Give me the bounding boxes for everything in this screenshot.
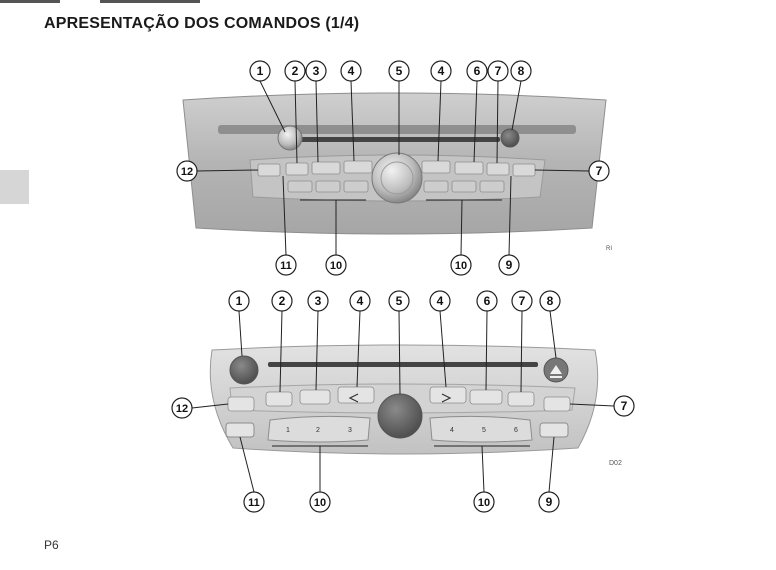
callout-bottom-7b: 7 bbox=[621, 399, 628, 413]
callout-top-1: 1 bbox=[257, 64, 264, 78]
bottom-callouts bbox=[171, 290, 635, 513]
callout-bottom-10a: 10 bbox=[314, 497, 326, 509]
callout-bottom-1: 1 bbox=[236, 294, 243, 308]
callout-top-11: 11 bbox=[280, 260, 292, 272]
page-number: P6 bbox=[44, 538, 59, 552]
callout-bottom-7a: 7 bbox=[519, 294, 526, 308]
callout-top-7a: 7 bbox=[495, 64, 502, 78]
callout-bottom-8: 8 bbox=[547, 294, 554, 308]
callout-bottom-2: 2 bbox=[279, 294, 286, 308]
callout-bottom-11: 11 bbox=[248, 497, 260, 509]
callout-bottom-4b: 4 bbox=[437, 294, 444, 308]
callout-bottom-9: 9 bbox=[546, 495, 553, 509]
callout-bottom-4a: 4 bbox=[357, 294, 364, 308]
callout-top-9: 9 bbox=[506, 258, 513, 272]
callout-bottom-3: 3 bbox=[315, 294, 322, 308]
section-tab bbox=[0, 170, 29, 204]
page-title: APRESENTAÇÃO DOS COMANDOS (1/4) bbox=[44, 15, 360, 32]
preset-label-5: 5 bbox=[482, 427, 486, 434]
callout-top-2: 2 bbox=[292, 64, 299, 78]
callout-top-3: 3 bbox=[313, 64, 320, 78]
preset-label-4: 4 bbox=[450, 427, 454, 434]
preset-label-3: 3 bbox=[348, 427, 352, 434]
preset-label-2: 2 bbox=[316, 427, 320, 434]
callout-top-7b: 7 bbox=[596, 164, 603, 178]
callout-bottom-10b: 10 bbox=[478, 497, 490, 509]
radio-top-panel bbox=[182, 92, 607, 235]
callout-top-12: 12 bbox=[181, 166, 193, 178]
bottom-leader-lines bbox=[191, 310, 615, 493]
callout-bottom-12: 12 bbox=[176, 403, 188, 415]
callout-top-8: 8 bbox=[518, 64, 525, 78]
callout-bottom-6: 6 bbox=[484, 294, 491, 308]
callout-top-10b: 10 bbox=[455, 260, 467, 272]
top-callout-labels: 1 2 3 4 5 4 6 7 8 12 7 11 10 10 9 bbox=[181, 64, 603, 272]
preset-label-6: 6 bbox=[514, 427, 518, 434]
callout-top-4b: 4 bbox=[438, 64, 445, 78]
callout-bottom-5: 5 bbox=[396, 294, 403, 308]
figure-bottom-code: D02 bbox=[609, 460, 622, 467]
callout-top-5: 5 bbox=[396, 64, 403, 78]
top-leader-lines bbox=[196, 80, 590, 256]
radio-bottom-panel bbox=[209, 344, 599, 455]
top-rule bbox=[0, 0, 776, 3]
bottom-callout-labels: 1 2 3 4 5 4 6 7 8 12 7 11 10 10 9 bbox=[176, 294, 628, 509]
callout-top-6: 6 bbox=[474, 64, 481, 78]
figure-top-code: RI bbox=[606, 246, 612, 252]
preset-labels: 1 2 3 4 5 6 bbox=[286, 427, 518, 434]
preset-label-1: 1 bbox=[286, 427, 290, 434]
callout-top-4a: 4 bbox=[348, 64, 355, 78]
callout-top-10a: 10 bbox=[330, 260, 342, 272]
